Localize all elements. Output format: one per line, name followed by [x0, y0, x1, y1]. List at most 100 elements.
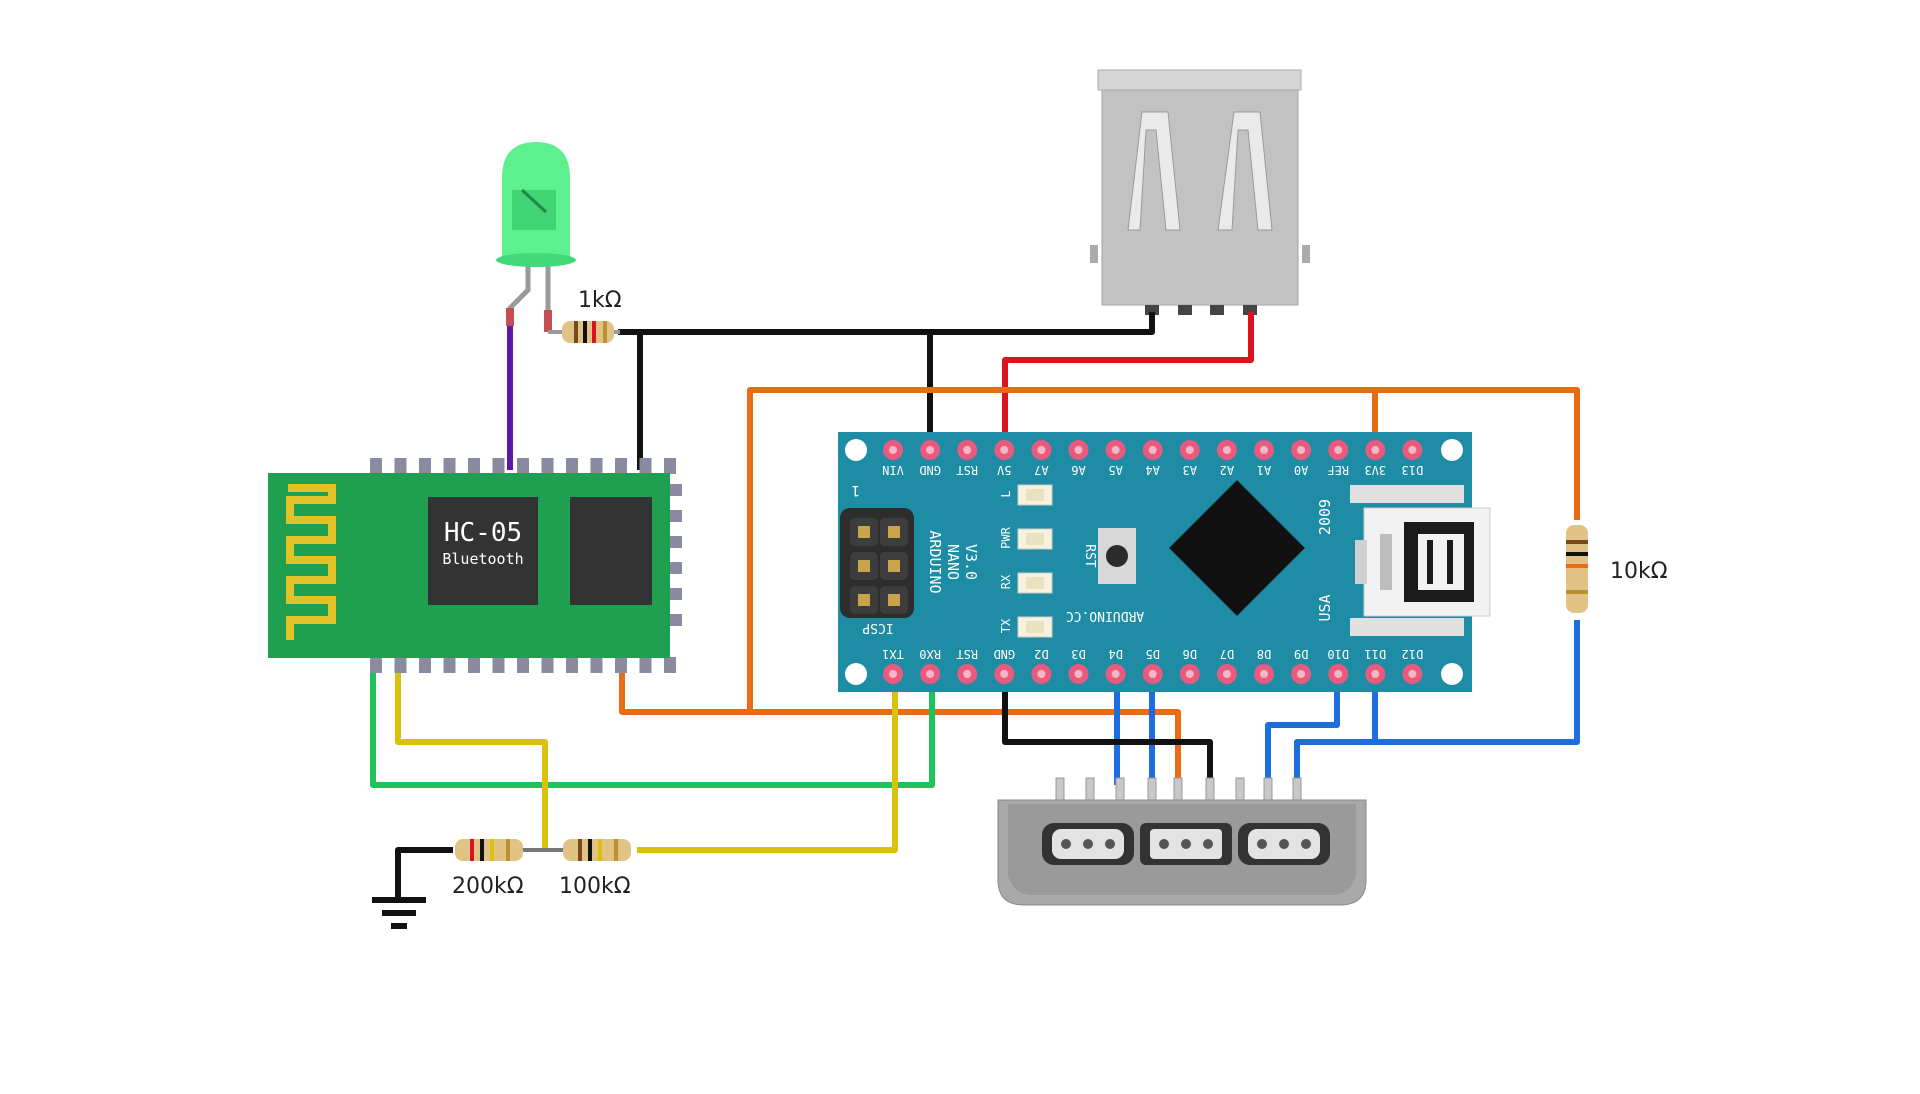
pin-label-bottom: D6 [1183, 647, 1197, 661]
pin-label-bottom: D11 [1364, 647, 1386, 661]
antenna-trace-icon [286, 484, 336, 640]
resistor-200k-label: 200kΩ [452, 874, 524, 899]
snes-socket-hole [1061, 839, 1071, 849]
hc05-pad-top [394, 458, 407, 474]
snes-pin [1115, 777, 1125, 803]
pin-hole [1260, 670, 1268, 678]
pin-label-bottom: TX1 [882, 647, 904, 661]
hc05-title: HC-05 [444, 518, 522, 548]
led-lens [1026, 533, 1044, 545]
pin-label-bottom: D8 [1257, 647, 1271, 661]
pin-hole [1334, 670, 1343, 678]
hc05-pad-top [664, 458, 676, 474]
pin-hole [1297, 446, 1306, 454]
pin-label-top: 3V3 [1364, 463, 1386, 477]
year-label: 2009 [1316, 499, 1334, 535]
hc05-pad-top [590, 458, 603, 474]
wire-blue-d10 [1265, 675, 1340, 785]
pin-hole [1148, 670, 1157, 678]
hc05-pad-side [668, 614, 682, 626]
hc05-pad-top [468, 458, 480, 474]
mini-usb-port [1350, 485, 1491, 636]
icsp-pin1-label: 1 [852, 482, 860, 498]
pin-label-top: A4 [1145, 463, 1159, 477]
icsp-pin [888, 526, 900, 538]
pin-label-bottom: D10 [1327, 647, 1349, 661]
hc05-pad-side [668, 484, 682, 496]
pin-hole [1111, 446, 1120, 454]
pin-hole [926, 446, 935, 454]
pin-label-bottom: D9 [1294, 647, 1308, 661]
wire-orange-3v3 [747, 387, 1378, 712]
country-label: USA [1316, 594, 1334, 621]
pin-label-bottom: D12 [1402, 647, 1424, 661]
hc05-pad-top [566, 458, 578, 474]
reset-button-cap[interactable] [1106, 545, 1128, 567]
pin-label-top: A1 [1257, 463, 1271, 477]
hc05-pad-bottom [615, 657, 627, 673]
pin-label-top: D13 [1402, 463, 1424, 477]
ground-symbol-icon [372, 897, 426, 929]
led-lens [1026, 621, 1044, 633]
snes-pin [1147, 777, 1157, 803]
pin-hole [1371, 670, 1380, 678]
pin-hole [963, 670, 972, 678]
pin-label-top: A2 [1220, 463, 1234, 477]
hc05-pad-bottom [492, 657, 505, 673]
hc05-pad-bottom [566, 657, 578, 673]
hc05-pad-bottom [419, 657, 431, 673]
green-led [496, 142, 576, 332]
pin-hole [1334, 446, 1343, 454]
pin-label-bottom: D4 [1108, 647, 1122, 661]
hc05-pad-bottom [664, 657, 676, 673]
resistor-1k-label: 1kΩ [578, 288, 622, 313]
hc05-pad-top [517, 458, 529, 474]
pin-hole [889, 670, 897, 678]
pin-hole [1408, 670, 1417, 678]
led-label: TX [999, 618, 1013, 633]
pin-label-bottom: RST [956, 647, 978, 661]
pin-label-top: RST [956, 463, 978, 477]
hc05-pad-top [443, 458, 456, 474]
resistor-10k [1566, 525, 1588, 613]
resistor-200k [455, 839, 523, 861]
snes-pin [1205, 777, 1215, 803]
hc05-pad-top [370, 458, 382, 474]
board-name-line-1: ARDUINO [926, 530, 944, 593]
pin-hole [1111, 670, 1120, 678]
pin-label-bottom: D2 [1034, 647, 1048, 661]
pin-label-bottom: GND [993, 647, 1015, 661]
website-label: ARDUINO.CC [1066, 608, 1144, 623]
pin-hole [1408, 446, 1417, 454]
wire-blue-10k [1294, 620, 1580, 785]
pin-label-top: A5 [1108, 463, 1122, 477]
hc05-pad-bottom [394, 657, 407, 673]
snes-pin [1173, 777, 1183, 803]
icsp-label: ICSP [862, 620, 893, 635]
pin-hole [926, 670, 935, 678]
pin-label-top: VIN [882, 463, 904, 477]
atmega-chip [1169, 480, 1305, 616]
board-name-line-3: V3.0 [962, 544, 980, 580]
pin-label-top: REF [1327, 463, 1349, 477]
wire-black-ground [395, 847, 453, 898]
snes-socket-hole [1279, 839, 1289, 849]
pin-label-top: A6 [1071, 463, 1085, 477]
led-label: RX [999, 574, 1013, 589]
pin-hole [1185, 446, 1194, 454]
pin-hole [1222, 446, 1231, 454]
hc05-pad-bottom [541, 657, 554, 673]
snes-socket-hole [1083, 839, 1093, 849]
hc05-pad-top [639, 458, 652, 474]
wires [370, 312, 1580, 898]
pin-hole [1037, 670, 1046, 678]
hc05-pad-bottom [590, 657, 603, 673]
hc05-pad-bottom [517, 657, 529, 673]
pin-hole [1074, 670, 1083, 678]
hc05-module: HC-05 Bluetooth [268, 458, 682, 673]
icsp-pin [858, 594, 870, 606]
resistor-100k [563, 839, 631, 861]
hc05-pad-side [668, 588, 682, 600]
